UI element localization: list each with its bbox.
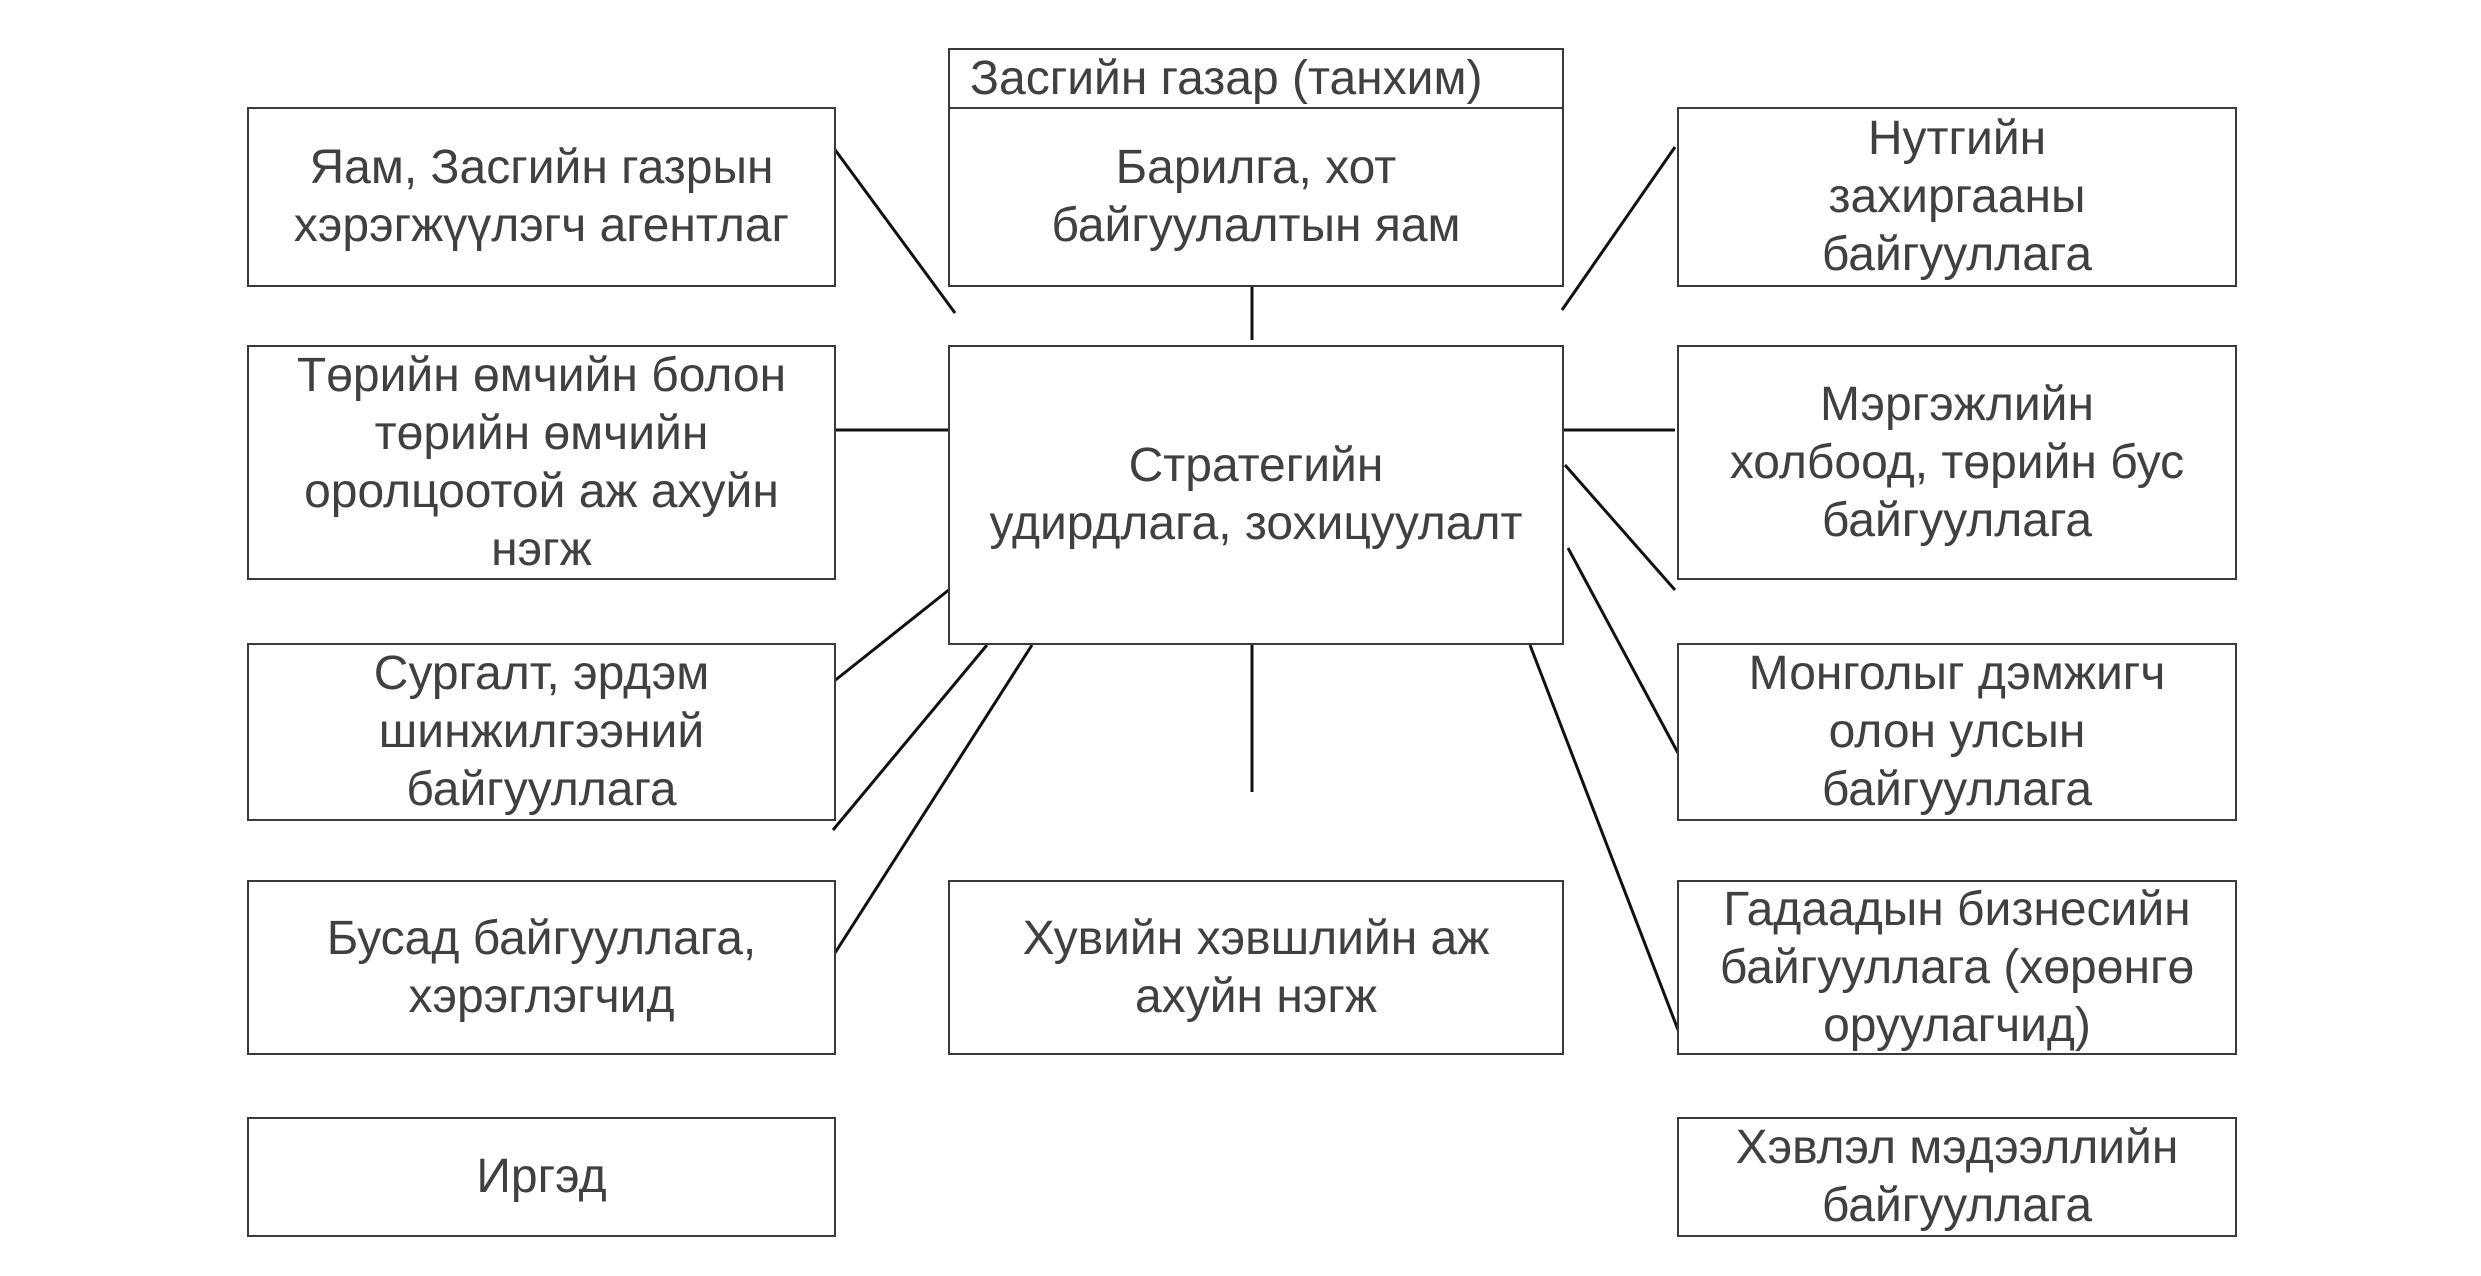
cabinet-label: Засгийн газар (танхим) [970,52,1483,105]
connector-line [1563,464,1677,591]
right-box-ngo: Мэргэжлийн холбоод, төрийн бус байгуулла… [1677,345,2237,580]
connector-line [1528,644,1682,1036]
connector-line [831,146,957,314]
ministry-label: Барилга, хот байгуулалтын яам [1051,141,1461,252]
left-box-agencies: Яам, Засгийн газрын хэрэгжүүлэгч агентла… [247,107,836,287]
left-box-research: Сургалт, эрдэм шинжилгээний байгууллага [247,643,836,821]
connector-line [1560,146,1677,311]
right-box-label: Гадаадын бизнесийн байгууллага (хөрөнгө … [1719,882,2195,1052]
right-box-label: Нутгийн захиргааны байгууллага [1821,112,2093,281]
center-label: Стратегийн удирдлага, зохицуулалт [989,439,1523,550]
connector-line [808,644,1034,993]
connector-line [1566,547,1680,754]
left-box-label: Иргэд [476,1150,607,1203]
left-box-state-enterprises: Төрийн өмчийн болон төрийн өмчийн оролцо… [247,345,836,580]
ministry-box: Барилга, хот байгуулалтын яам [948,107,1564,287]
private-sector-box: Хувийн хэвшлийн аж ахуйн нэгж [948,880,1564,1055]
cabinet-label-box: Засгийн газар (танхим) [948,48,1564,110]
center-box: Стратегийн удирдлага, зохицуулалт [948,345,1564,645]
connector-line [832,583,956,684]
left-box-label: Яам, Засгийн газрын хэрэгжүүлэгч агентла… [293,141,790,252]
left-box-label: Сургалт, эрдэм шинжилгээний байгууллага [373,647,710,816]
right-box-label: Монголыг дэмжигч олон улсын байгууллага [1748,647,2166,816]
left-box-label: Бусад байгууллага, хэрэглэгчид [326,911,757,1023]
right-box-local-admin: Нутгийн захиргааны байгууллага [1677,107,2237,287]
right-box-label: Хэвлэл мэдээллийн байгууллага [1735,1121,2179,1232]
left-box-citizens: Иргэд [247,1117,836,1237]
right-box-label: Мэргэжлийн холбоод, төрийн бус байгуулла… [1729,377,2185,547]
right-box-foreign-business: Гадаадын бизнесийн байгууллага (хөрөнгө … [1677,880,2237,1055]
left-box-other-orgs: Бусад байгууллага, хэрэглэгчид [247,880,836,1055]
private-sector-label: Хувийн хэвшлийн аж ахуйн нэгж [1022,911,1490,1023]
right-box-international: Монголыг дэмжигч олон улсын байгууллага [1677,643,2237,821]
right-box-media: Хэвлэл мэдээллийн байгууллага [1677,1117,2237,1237]
left-box-label: Төрийн өмчийн болон төрийн өмчийн оролцо… [296,348,787,576]
connector-line [831,644,989,831]
